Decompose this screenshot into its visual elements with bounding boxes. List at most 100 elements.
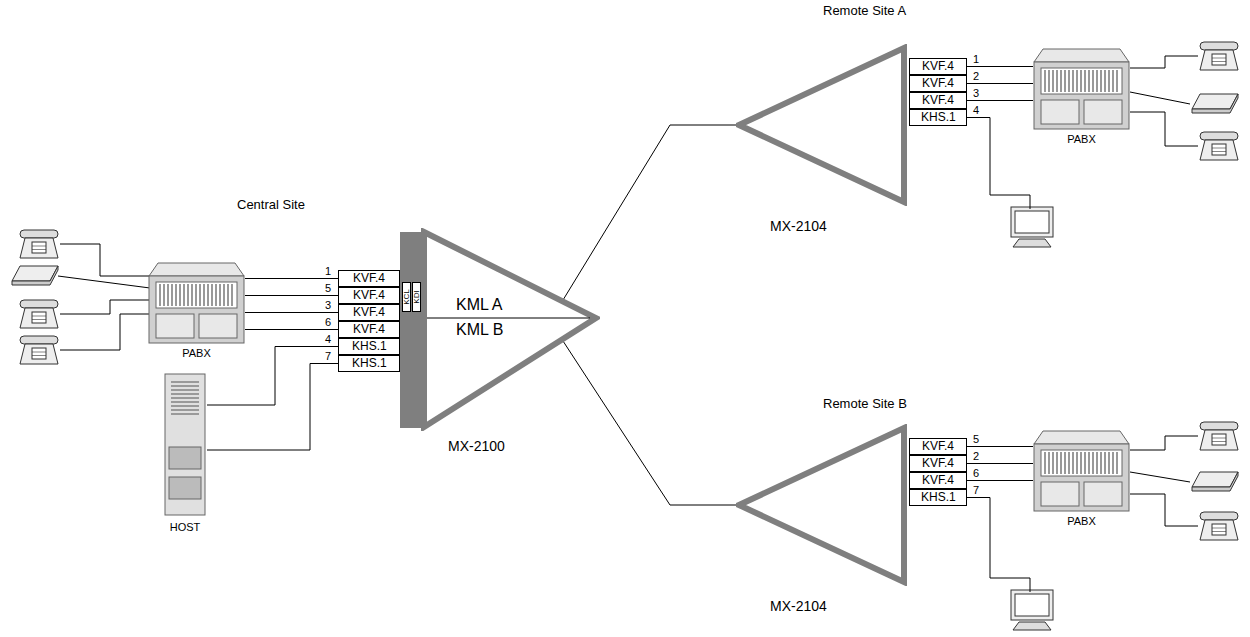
vent — [171, 402, 199, 403]
pabx-panel — [199, 314, 237, 338]
site-label: Central Site — [237, 198, 305, 212]
channel-number: 7 — [973, 484, 979, 496]
host-computer: HOST — [163, 372, 207, 535]
pabx-unit: PABX — [1033, 48, 1130, 150]
slot — [1044, 70, 1045, 92]
connector-line — [967, 83, 1033, 84]
channel-number: 5 — [973, 433, 979, 445]
interface-bar — [400, 232, 422, 428]
channel-number: 3 — [973, 87, 979, 99]
interface-card: KHS.1 — [338, 355, 400, 372]
slot — [1060, 452, 1061, 474]
interface-card: KVF.4 — [909, 472, 967, 489]
slot — [1064, 70, 1065, 92]
interface-card: KVF.4 — [338, 287, 400, 304]
slot — [215, 284, 216, 306]
channel-number: 3 — [325, 299, 331, 311]
connector-line — [967, 66, 1033, 67]
bus-module: KDI — [412, 282, 421, 312]
shape-outline — [420, 228, 600, 431]
interface-card: KHS.1 — [909, 109, 967, 126]
pabx-roof — [1034, 49, 1129, 62]
pabx-body — [149, 276, 244, 343]
module-label: KDI — [413, 290, 421, 303]
connector-line — [563, 125, 737, 300]
shape-outline — [736, 44, 911, 206]
slot — [211, 284, 212, 306]
slot — [167, 284, 168, 306]
connector-line — [245, 295, 338, 296]
slot — [1056, 452, 1057, 474]
slot — [1100, 452, 1101, 474]
interface-card: KVF.4 — [338, 270, 400, 287]
slot — [191, 284, 192, 306]
triangle-outline — [424, 232, 596, 427]
slot — [1072, 70, 1073, 92]
slot — [1088, 452, 1089, 474]
slot — [219, 284, 220, 306]
slot — [171, 284, 172, 306]
vent — [171, 394, 199, 395]
slot — [1112, 70, 1113, 92]
vent — [171, 386, 199, 387]
channel-number: 4 — [973, 104, 979, 116]
slot — [1096, 70, 1097, 92]
slot — [1084, 452, 1085, 474]
slot — [231, 284, 232, 306]
slot — [1080, 70, 1081, 92]
bus-module: KCL — [402, 282, 411, 312]
pabx-roof — [149, 263, 244, 276]
pabx-slots — [1041, 450, 1122, 476]
interface-card: KVF.4 — [909, 92, 967, 109]
slot — [1080, 452, 1081, 474]
slot — [1100, 70, 1101, 92]
card-label: KHS.1 — [352, 356, 387, 371]
pabx-roof — [1034, 431, 1129, 444]
vent — [171, 390, 199, 391]
slot — [1076, 452, 1077, 474]
slot — [1060, 70, 1061, 92]
device-name: MX-2100 — [448, 438, 505, 454]
card-label: KVF.4 — [353, 288, 385, 303]
card-label: KVF.4 — [353, 322, 385, 337]
slot — [187, 284, 188, 306]
slot — [1076, 70, 1077, 92]
slot — [1108, 452, 1109, 474]
card-label: KHS.1 — [921, 110, 956, 125]
slot — [1052, 70, 1053, 92]
site-label: Remote Site A — [823, 4, 906, 18]
slot — [199, 284, 200, 306]
slot — [1068, 70, 1069, 92]
slot — [1088, 70, 1089, 92]
slot — [1056, 70, 1057, 92]
channel-number: 7 — [325, 350, 331, 362]
vent — [171, 382, 199, 383]
slot — [223, 284, 224, 306]
slot — [1068, 452, 1069, 474]
host-case — [165, 374, 205, 515]
unit-label: PABX — [148, 347, 245, 360]
triangle-outline — [739, 428, 904, 582]
interface-card: KVF.4 — [909, 75, 967, 92]
slot — [227, 284, 228, 306]
slot — [179, 284, 180, 306]
channel-number: 1 — [973, 53, 979, 65]
interface-card: KHS.1 — [909, 489, 967, 506]
card-label: KHS.1 — [921, 490, 956, 505]
pabx-slots — [1041, 68, 1122, 94]
device-name: MX-2104 — [770, 598, 827, 614]
drive-bay — [169, 447, 201, 469]
slot — [175, 284, 176, 306]
shape-outline — [736, 424, 911, 586]
channel-number: 2 — [973, 70, 979, 82]
shape-outline — [1033, 48, 1130, 130]
card-label: KVF.4 — [922, 59, 954, 74]
channel-number: 2 — [973, 450, 979, 462]
pabx-body — [1034, 444, 1129, 511]
module-label: KCL — [403, 289, 411, 305]
triangle-outline — [739, 48, 904, 202]
connector-line — [245, 312, 338, 313]
slot — [1092, 452, 1093, 474]
phone-icons — [12, 42, 1238, 630]
card-label: KHS.1 — [352, 339, 387, 354]
